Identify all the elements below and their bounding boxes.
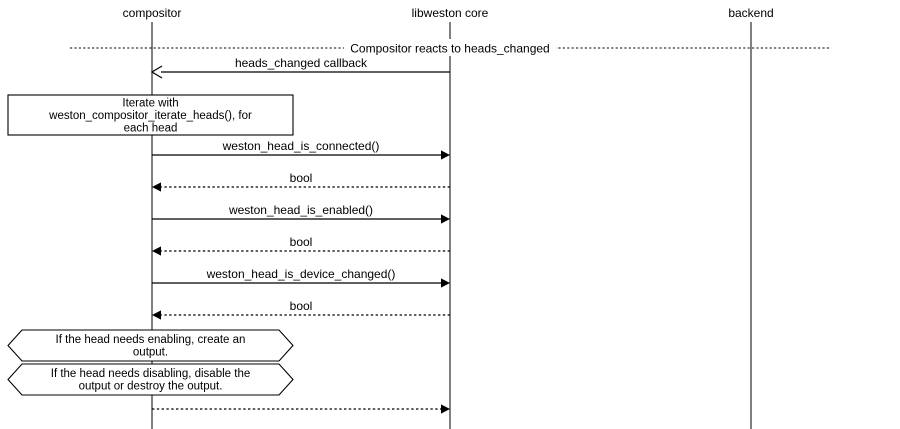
- message-label-bg-6: [284, 297, 318, 314]
- message-label-bg-5: [203, 265, 399, 282]
- message-label-bg-4: [284, 233, 318, 250]
- arrowhead-filled-2: [152, 182, 161, 192]
- note-disable-head: If the head needs disabling, disable the…: [7, 363, 294, 396]
- message-label-3: weston_head_is_enabled(): [228, 203, 373, 217]
- note-iterate-line-2: each head: [124, 122, 178, 134]
- participant-label-libweston-core: libweston core: [412, 6, 489, 20]
- message-label-0: heads_changed callback: [235, 56, 368, 70]
- participants-group: compositor libweston core backend: [123, 6, 774, 20]
- separator-label: Compositor reacts to heads_changed: [350, 42, 549, 56]
- participant-label-backend: backend: [728, 6, 773, 20]
- arrowhead-filled-4: [152, 246, 161, 256]
- note-iterate-line-1: weston_compositor_iterate_heads(), for: [48, 110, 252, 122]
- note-iterate-line-0: Iterate with: [122, 97, 178, 109]
- message-6: bool: [152, 297, 450, 320]
- message-4: bool: [152, 233, 450, 256]
- note-enable-head-line-0: If the head needs enabling, create an: [56, 334, 246, 346]
- note-enable-head-line-1: output.: [133, 347, 168, 359]
- message-label-2: bool: [290, 171, 313, 185]
- arrowhead-filled-5: [441, 278, 450, 288]
- message-3: weston_head_is_enabled(): [152, 201, 450, 224]
- note-disable-head-line-1: output or destroy the output.: [79, 381, 223, 393]
- message-label-bg-0: [230, 54, 372, 71]
- note-disable-head-line-0: If the head needs disabling, disable the: [51, 368, 250, 380]
- arrowhead-filled-7: [441, 404, 450, 414]
- arrowhead-filled-1: [441, 150, 450, 160]
- separator-label-bg: [343, 39, 557, 56]
- note-iterate: Iterate withweston_compositor_iterate_he…: [7, 94, 294, 136]
- message-1: weston_head_is_connected(): [152, 137, 450, 160]
- note-disable-head-shape: [7, 363, 294, 396]
- arrowhead-open-0: [150, 65, 163, 79]
- notes-group: Iterate withweston_compositor_iterate_he…: [7, 94, 294, 396]
- message-label-bg-1: [218, 137, 384, 154]
- arrowhead-filled-3: [441, 214, 450, 224]
- message-label-bg-2: [284, 169, 318, 186]
- message-7: [152, 404, 450, 414]
- messages-group: heads_changed callback weston_head_is_con…: [150, 54, 450, 414]
- participant-label-compositor: compositor: [123, 6, 182, 20]
- message-0: heads_changed callback: [150, 54, 450, 79]
- message-label-bg-3: [224, 201, 378, 218]
- separator-divider: Compositor reacts to heads_changed: [70, 39, 830, 56]
- message-label-6: bool: [290, 299, 313, 313]
- message-2: bool: [152, 169, 450, 192]
- note-iterate-shape: [7, 94, 294, 136]
- message-label-1: weston_head_is_connected(): [222, 139, 380, 153]
- message-label-5: weston_head_is_device_changed(): [206, 267, 396, 281]
- arrowhead-filled-6: [152, 310, 161, 320]
- message-5: weston_head_is_device_changed(): [152, 265, 450, 288]
- note-enable-head: If the head needs enabling, create anout…: [7, 329, 294, 362]
- message-label-4: bool: [290, 235, 313, 249]
- note-enable-head-shape: [7, 329, 294, 362]
